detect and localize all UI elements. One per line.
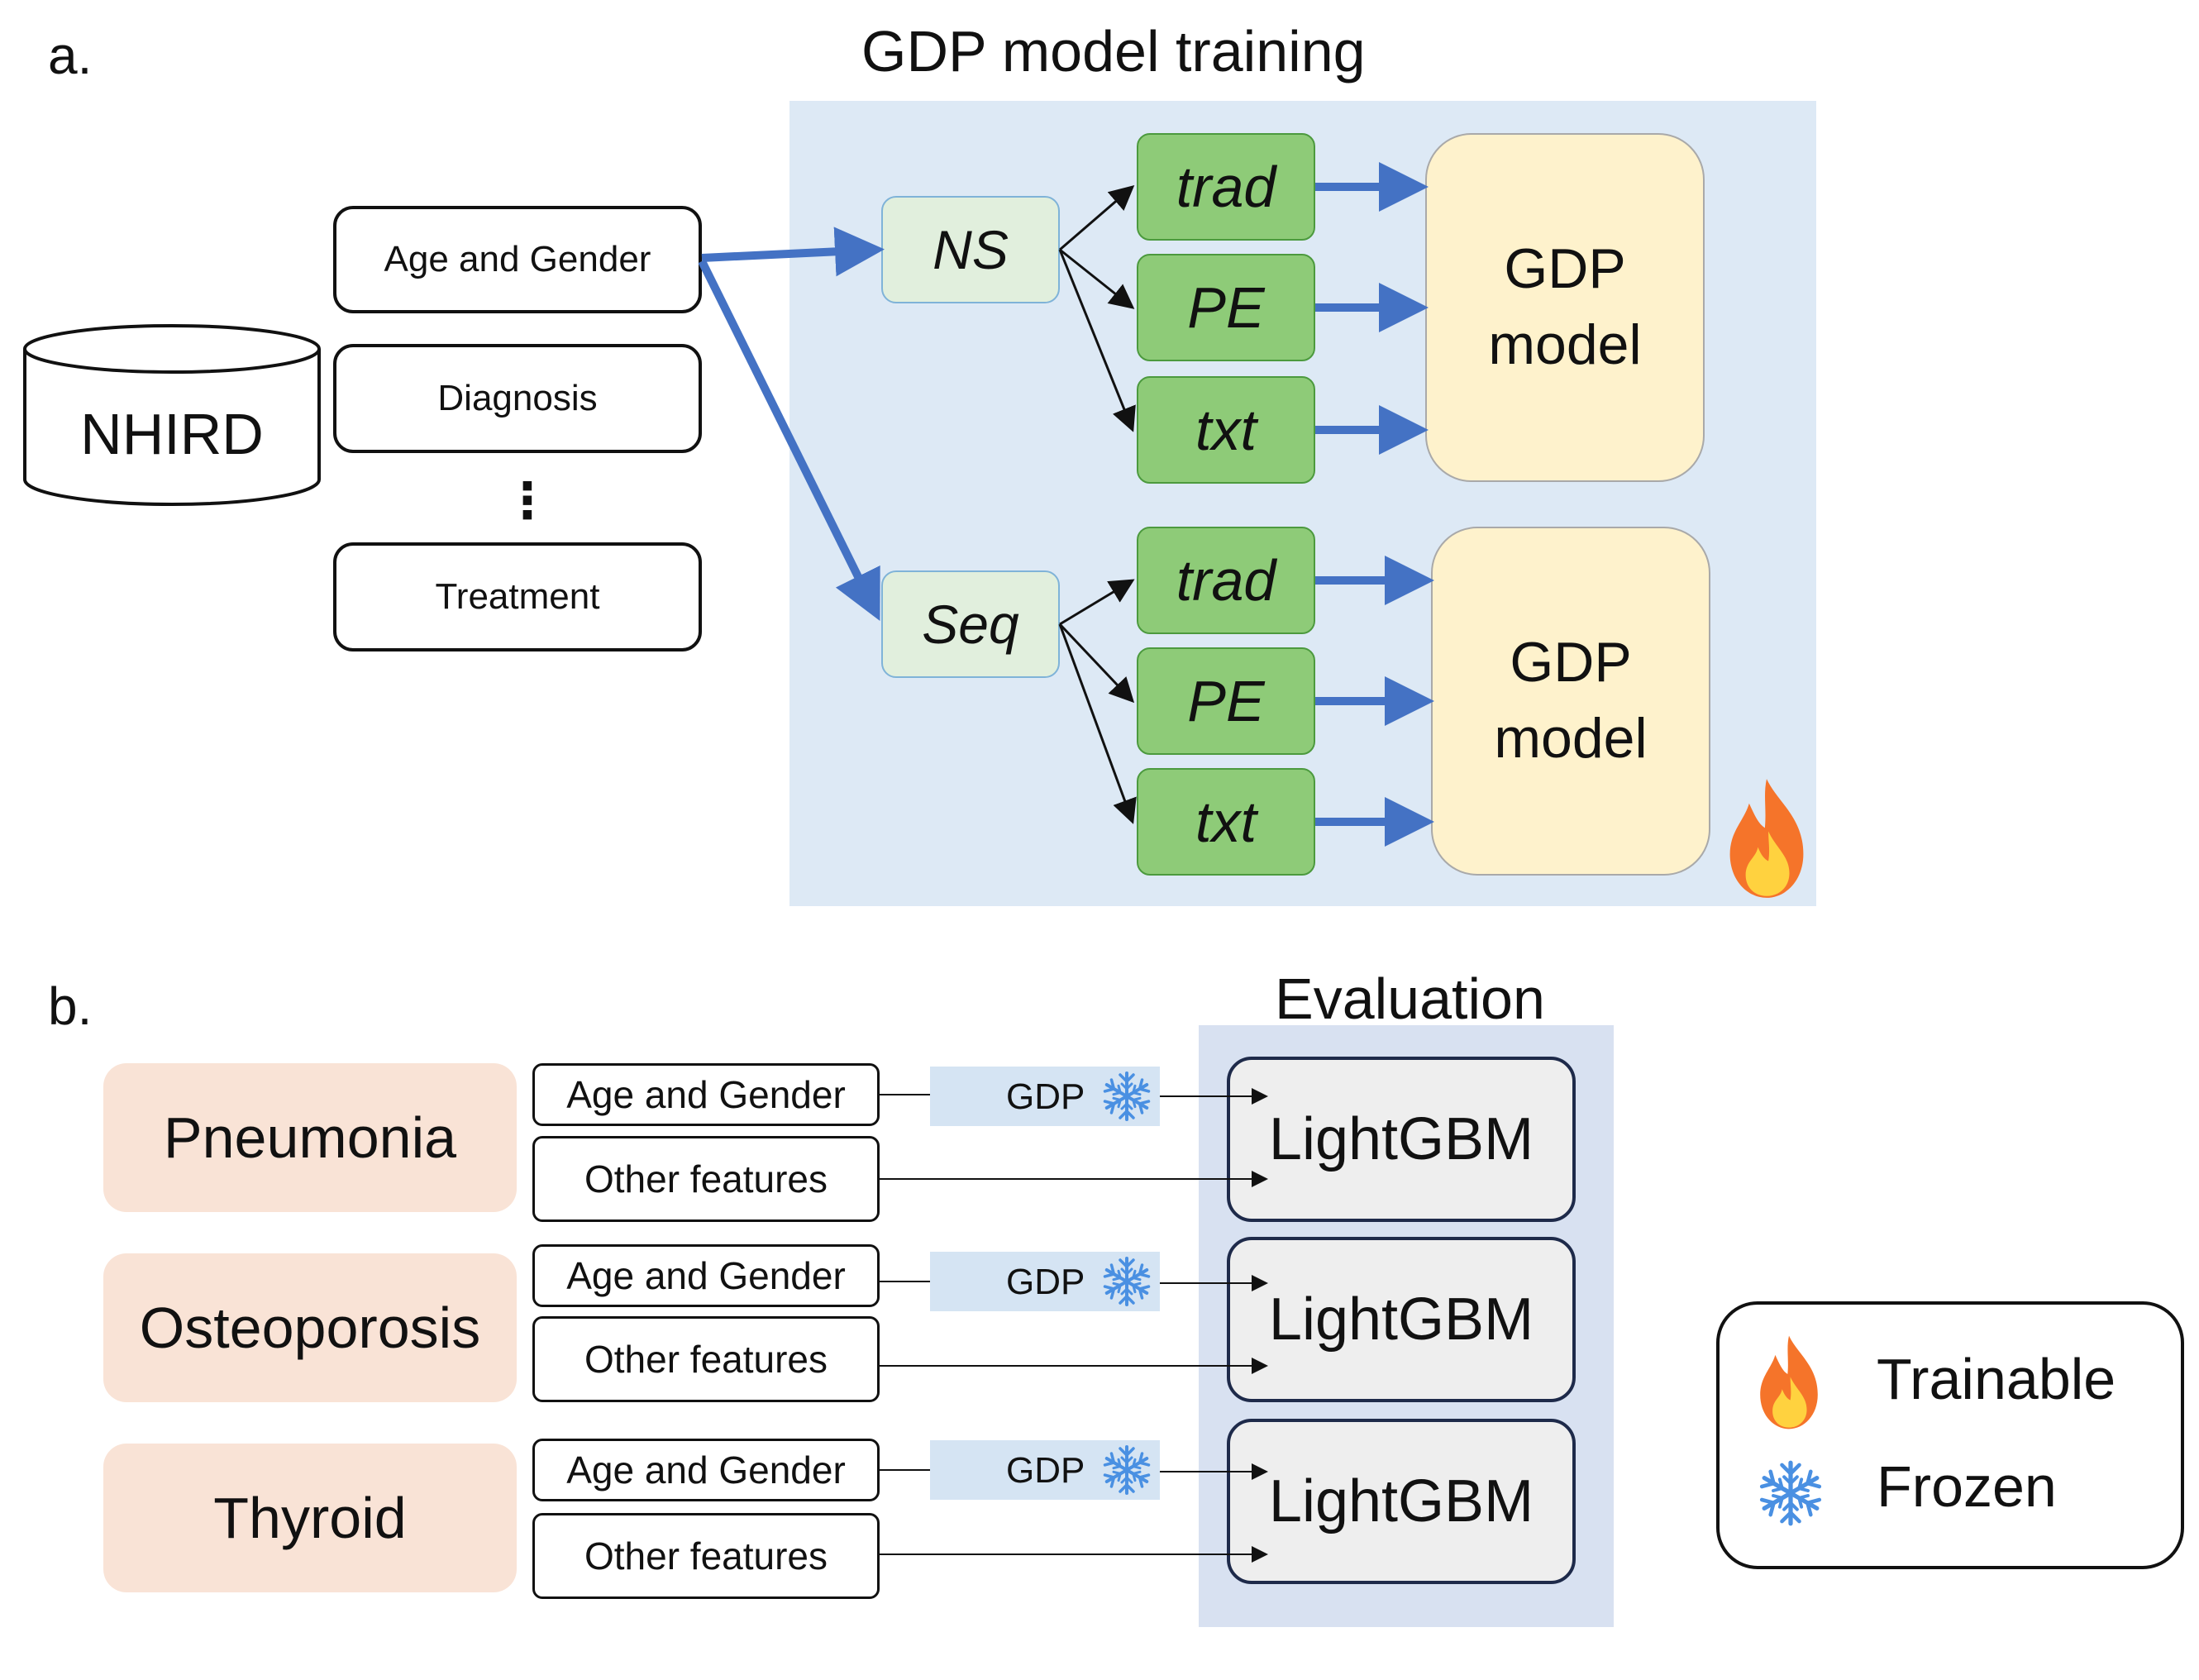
panel-b-label: b. [48, 976, 93, 1036]
snowflake-icon [1103, 1071, 1151, 1121]
lightgbm-thyroid: LightGBM [1227, 1419, 1576, 1584]
arrow-seq-to-pe [1058, 623, 1135, 704]
disease-thyroid: Thyroid [103, 1444, 517, 1592]
variant-txt-seq: txt [1137, 768, 1315, 876]
feature-age-gender-thyroid: Age and Gender [532, 1439, 880, 1501]
variant-pe-ns: PE [1137, 254, 1315, 361]
gdp-model-ns: GDP model [1425, 133, 1705, 482]
snowflake-icon [1103, 1445, 1151, 1495]
legend: Trainable [1716, 1301, 2184, 1569]
variant-trad-seq: trad [1137, 527, 1315, 634]
feature-age-gender-pneumonia: Age and Gender [532, 1063, 880, 1126]
source-age-gender: Age and Gender [333, 206, 702, 313]
feature-other-pneumonia: Other features [532, 1136, 880, 1222]
gdp-tag-label: GDP [1006, 1262, 1085, 1302]
gdp-tag-label: GDP [1006, 1076, 1085, 1117]
database-label: NHIRD [80, 402, 264, 466]
variant-pe-seq: PE [1137, 647, 1315, 755]
arrow-seq-to-txt [1058, 623, 1137, 824]
arrow-ns-to-txt [1058, 249, 1136, 432]
source-treatment: Treatment [333, 542, 702, 651]
snowflake-icon [1759, 1460, 1822, 1526]
legend-frozen: Frozen [1877, 1454, 2057, 1519]
variant-trad-ns: trad [1137, 133, 1315, 241]
gdp-tag-thyroid: GDP [930, 1440, 1160, 1500]
gdp-tag-pneumonia: GDP [930, 1067, 1160, 1126]
database-cylinder-icon [23, 324, 321, 506]
arrow-age-to-seq [698, 259, 880, 621]
gdp-model-seq: GDP model [1431, 527, 1710, 876]
snowflake-icon [1103, 1257, 1151, 1306]
lightgbm-pneumonia: LightGBM [1227, 1057, 1576, 1222]
training-title: GDP model training [861, 19, 1366, 84]
feature-other-osteoporosis: Other features [532, 1316, 880, 1402]
disease-pneumonia: Pneumonia [103, 1063, 517, 1212]
nhird-database: NHIRD [21, 322, 322, 509]
flame-icon [1760, 1335, 1818, 1429]
gdp-tag-label: GDP [1006, 1450, 1085, 1491]
lightgbm-osteoporosis: LightGBM [1227, 1237, 1576, 1402]
legend-trainable: Trainable [1877, 1347, 2116, 1411]
source-diagnosis: Diagnosis [333, 344, 702, 453]
evaluation-title: Evaluation [1275, 966, 1545, 1031]
arrow-ns-to-pe [1059, 248, 1135, 309]
feature-other-thyroid: Other features [532, 1513, 880, 1599]
flame-icon [1723, 777, 1810, 900]
ellipsis: ⋮ [503, 473, 552, 528]
panel-a-label: a. [48, 26, 93, 85]
disease-osteoporosis: Osteoporosis [103, 1253, 517, 1402]
arrow-seq-to-trad [1059, 579, 1135, 626]
encoding-seq: Seq [881, 570, 1060, 678]
variant-txt-ns: txt [1137, 376, 1315, 484]
gdp-tag-osteoporosis: GDP [930, 1252, 1160, 1311]
arrow-ns-to-trad [1059, 185, 1135, 251]
arrow-age-to-ns [701, 227, 885, 277]
feature-age-gender-osteoporosis: Age and Gender [532, 1244, 880, 1307]
